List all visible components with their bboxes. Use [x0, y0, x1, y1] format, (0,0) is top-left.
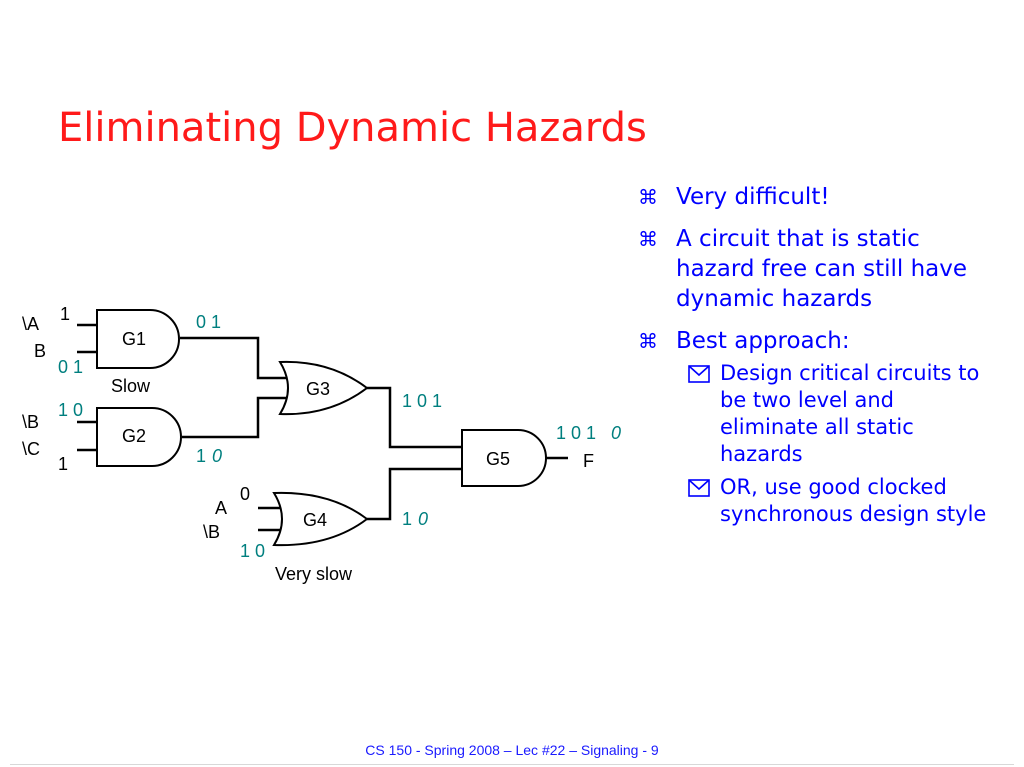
bullet-text: A circuit that is static hazard free can… — [676, 226, 968, 312]
gate-label: G3 — [306, 379, 330, 399]
input-value: 1 0 — [240, 541, 265, 561]
slide-title: Eliminating Dynamic Hazards — [58, 105, 647, 151]
gate-g5 — [461, 429, 547, 487]
command-key-icon: ⌘ — [638, 329, 658, 353]
gate-label: G5 — [486, 449, 510, 469]
bullet-text: Best approach: — [676, 328, 850, 354]
bullet-item: ⌘ Very difficult! — [636, 182, 996, 212]
envelope-icon — [688, 365, 710, 383]
command-key-icon: ⌘ — [638, 227, 658, 251]
gate-g2 — [96, 407, 182, 467]
input-name: \C — [22, 439, 40, 459]
sub-bullet-text: OR, use good clocked synchronous design … — [720, 475, 987, 526]
output-value: 0 — [212, 446, 222, 466]
footer-divider — [10, 764, 1014, 765]
bullet-item: ⌘ Best approach: — [636, 326, 996, 356]
wires — [77, 323, 568, 532]
sub-bullet-text: Design critical circuits to be two level… — [720, 361, 980, 466]
delay-note: Very slow — [275, 564, 353, 584]
output-value: 0 — [611, 423, 621, 443]
bullet-item: ⌘ A circuit that is static hazard free c… — [636, 224, 996, 314]
input-value: 0 — [240, 484, 250, 504]
output-value: 1 — [196, 446, 206, 466]
envelope-icon — [688, 479, 710, 497]
output-value: 0 1 — [196, 312, 221, 332]
gate-g3 — [278, 360, 369, 416]
delay-note: Slow — [111, 376, 151, 396]
output-name: F — [583, 451, 594, 471]
input-name: \B — [203, 522, 220, 542]
output-value: 1 — [402, 509, 412, 529]
bullet-list: ⌘ Very difficult! ⌘ A circuit that is st… — [636, 182, 996, 534]
gate-label: G1 — [122, 329, 146, 349]
output-value: 0 — [418, 509, 428, 529]
bullet-text: Very difficult! — [676, 184, 830, 210]
input-name: \A — [22, 314, 39, 334]
command-key-icon: ⌘ — [638, 185, 658, 209]
input-value: 0 1 — [58, 357, 83, 377]
sub-bullet-item: Design critical circuits to be two level… — [636, 360, 996, 468]
input-name: A — [215, 498, 227, 518]
input-value: 1 0 — [58, 400, 83, 420]
gate-g4 — [272, 491, 369, 547]
sub-bullet-item: OR, use good clocked synchronous design … — [636, 474, 996, 528]
input-name: B — [34, 341, 46, 361]
output-value: 1 0 1 — [402, 391, 442, 411]
gate-g1 — [96, 309, 180, 369]
slide-footer: CS 150 - Spring 2008 – Lec #22 – Signali… — [365, 742, 659, 758]
gate-label: G2 — [122, 426, 146, 446]
input-value: 1 — [58, 454, 68, 474]
gate-label: G4 — [303, 510, 327, 530]
output-value: 1 0 1 — [556, 423, 596, 443]
input-name: \B — [22, 412, 39, 432]
input-value: 1 — [60, 304, 70, 324]
